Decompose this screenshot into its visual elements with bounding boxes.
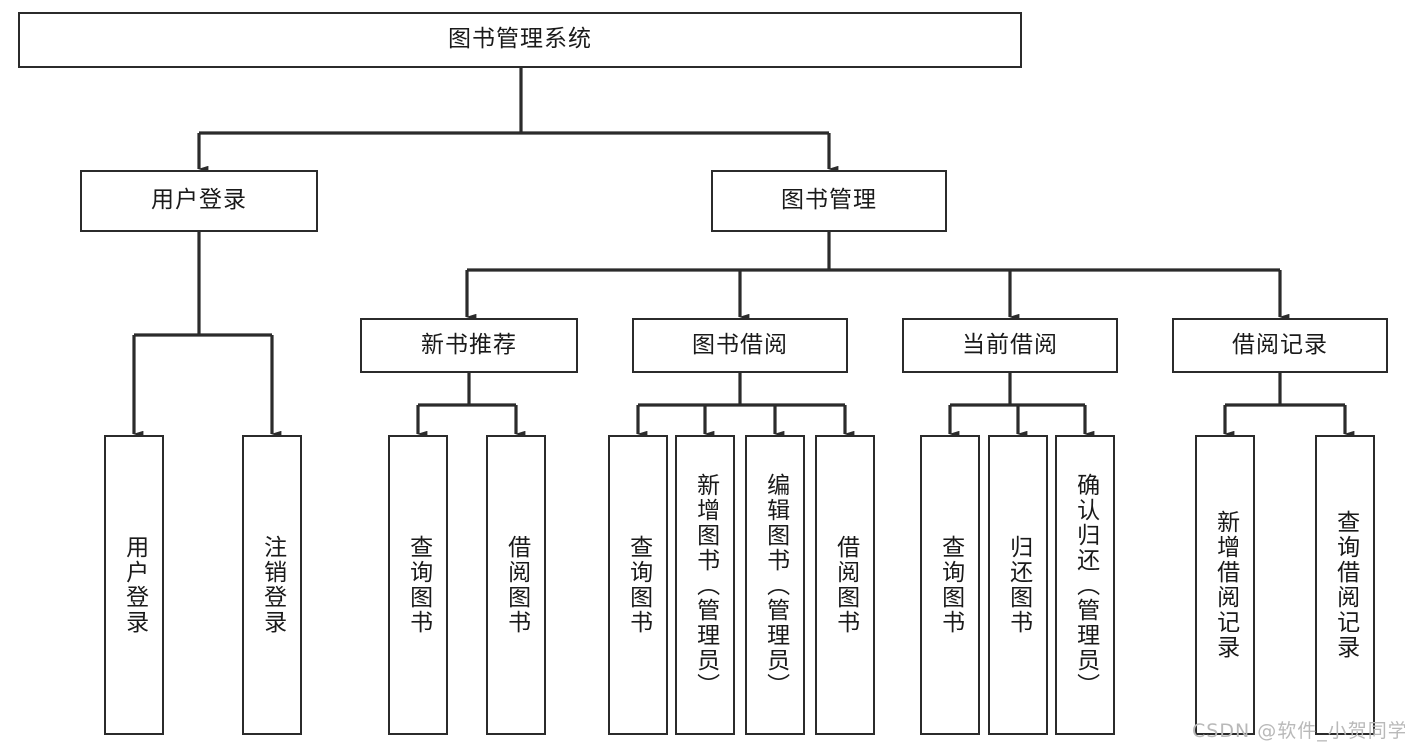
node-l12[interactable]: 新增借阅记录	[1195, 435, 1255, 735]
node-l13[interactable]: 查询借阅记录	[1315, 435, 1375, 735]
node-l1[interactable]: 用户登录	[104, 435, 164, 735]
node-label: 图书管理系统	[448, 26, 592, 53]
node-l8[interactable]: 借阅图书	[815, 435, 875, 735]
node-n-borrow[interactable]: 图书借阅	[632, 318, 848, 373]
node-label: 注销登录	[259, 535, 286, 635]
node-l6[interactable]: 新增图书（管理员）	[675, 435, 735, 735]
node-label: 借阅记录	[1232, 331, 1328, 358]
node-label: 图书借阅	[692, 331, 788, 358]
node-l11[interactable]: 确认归还（管理员）	[1055, 435, 1115, 735]
node-label: 归还图书	[1005, 535, 1032, 635]
node-root[interactable]: 图书管理系统	[18, 12, 1022, 68]
node-label: 查询借阅记录	[1332, 510, 1359, 660]
node-label: 查询图书	[937, 535, 964, 635]
node-label: 新书推荐	[421, 331, 517, 358]
node-label: 借阅图书	[832, 535, 859, 635]
node-l2[interactable]: 注销登录	[242, 435, 302, 735]
node-label: 编辑图书（管理员）	[762, 472, 789, 698]
node-label: 查询图书	[625, 535, 652, 635]
node-label: 当前借阅	[962, 331, 1058, 358]
node-n-bookmg[interactable]: 图书管理	[711, 170, 947, 232]
node-l4[interactable]: 借阅图书	[486, 435, 546, 735]
connector-edges	[132, 68, 1355, 438]
node-n-curr[interactable]: 当前借阅	[902, 318, 1118, 373]
node-n-login[interactable]: 用户登录	[80, 170, 318, 232]
node-label: 图书管理	[781, 187, 877, 214]
node-label: 确认归还（管理员）	[1072, 472, 1099, 698]
node-label: 新增图书（管理员）	[692, 472, 719, 698]
node-label: 借阅图书	[503, 535, 530, 635]
node-label: 用户登录	[121, 535, 148, 635]
node-label: 新增借阅记录	[1212, 510, 1239, 660]
node-l5[interactable]: 查询图书	[608, 435, 668, 735]
node-n-hist[interactable]: 借阅记录	[1172, 318, 1388, 373]
node-label: 用户登录	[151, 187, 247, 214]
node-label: 查询图书	[405, 535, 432, 635]
node-l9[interactable]: 查询图书	[920, 435, 980, 735]
node-l10[interactable]: 归还图书	[988, 435, 1048, 735]
node-n-newrec[interactable]: 新书推荐	[360, 318, 578, 373]
node-l3[interactable]: 查询图书	[388, 435, 448, 735]
node-l7[interactable]: 编辑图书（管理员）	[745, 435, 805, 735]
